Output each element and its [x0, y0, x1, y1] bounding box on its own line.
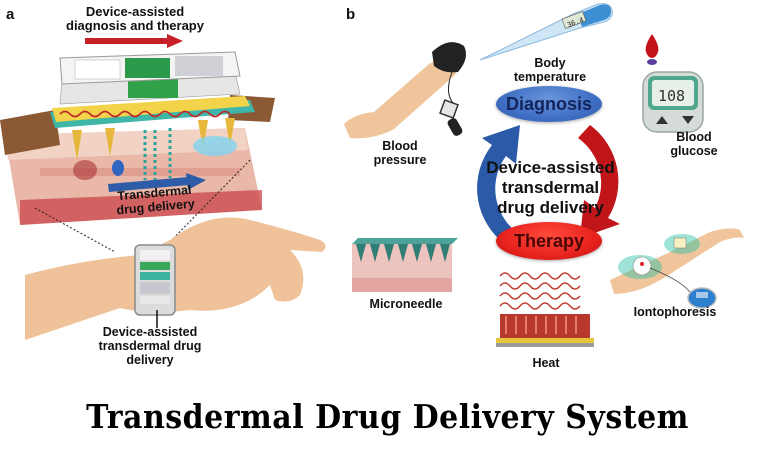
left-strap: [0, 110, 60, 155]
therapy-cycle-arrow-icon: [578, 125, 620, 238]
panel-a-bottom-label-line2: transdermal drug: [98, 339, 202, 353]
page-title: Transdermal Drug Delivery System: [86, 398, 689, 437]
therapy-label: Therapy: [513, 230, 585, 251]
microneedle: [105, 128, 115, 156]
iontophoresis-icon: [610, 228, 744, 309]
microneedle: [72, 130, 82, 160]
heater-layer: [52, 96, 250, 122]
ionto-arm: [610, 228, 744, 294]
diagnosis-cycle-arrow-icon: [477, 125, 520, 240]
center-label-line1: Device-assisted: [486, 158, 615, 177]
blood-drop-icon: [645, 34, 659, 58]
blood-pressure-line2: pressure: [373, 153, 427, 167]
body-temperature-line2: temperature: [513, 70, 587, 84]
heater-icon: [496, 272, 594, 347]
thermometer-icon: 36.4: [479, 3, 613, 61]
heat-label: Heat: [532, 356, 560, 370]
panel-a-top-label: Device-assisted diagnosis and therapy: [60, 5, 210, 33]
blood-glucose-label: Blood glucose: [654, 130, 734, 158]
blood-pressure-label: Blood pressure: [365, 139, 435, 167]
arm-with-wearable-illustration: [25, 217, 326, 340]
center-label-line3: drug delivery: [497, 198, 604, 217]
panel-a-top-label-line2: diagnosis and therapy: [66, 18, 204, 33]
center-label: Device-assisted transdermal drug deliver…: [478, 158, 623, 218]
microneedle-icon: [352, 238, 458, 292]
iontophoresis-label: Iontophoresis: [633, 305, 717, 319]
panel-b-letter: b: [346, 6, 356, 23]
zoom-leader-lines: [34, 159, 251, 253]
blood-pressure-cuff-icon: [344, 42, 466, 139]
panel-a-top-label-line1: Device-assisted: [85, 4, 185, 19]
blood-pressure-line1: Blood: [382, 139, 418, 153]
blood-glucose-line2: glucose: [670, 144, 718, 158]
microneedle-label: Microneedle: [369, 297, 443, 311]
panel-a-red-arrow-icon: [85, 34, 183, 48]
panel-a-bottom-label-line3: delivery: [126, 353, 174, 367]
body-temperature-label: Body temperature: [505, 56, 595, 84]
diagnosis-label: Diagnosis: [505, 93, 593, 114]
microneedle: [225, 118, 235, 146]
panel-a-bottom-label-line1: Device-assisted: [102, 325, 198, 339]
panel-a-letter: a: [6, 6, 15, 23]
glucose-reading: 108: [658, 87, 685, 105]
wearable-device-illustration: [0, 51, 275, 225]
blood-glucose-line1: Blood: [676, 130, 712, 144]
glucose-meter-icon: 108: [642, 34, 704, 133]
bp-arm: [344, 54, 456, 139]
center-label-line2: transdermal: [501, 178, 600, 197]
panel-a-bottom-label: Device-assisted transdermal drug deliver…: [75, 325, 225, 367]
panel-a-blue-arrow-icon: [108, 173, 206, 192]
microneedle: [198, 120, 208, 150]
diagnosis-node: Diagnosis: [496, 86, 602, 122]
body-temperature-line1: Body: [534, 56, 566, 70]
cycle-diagram: [477, 125, 620, 240]
therapy-node: Therapy: [496, 222, 602, 260]
